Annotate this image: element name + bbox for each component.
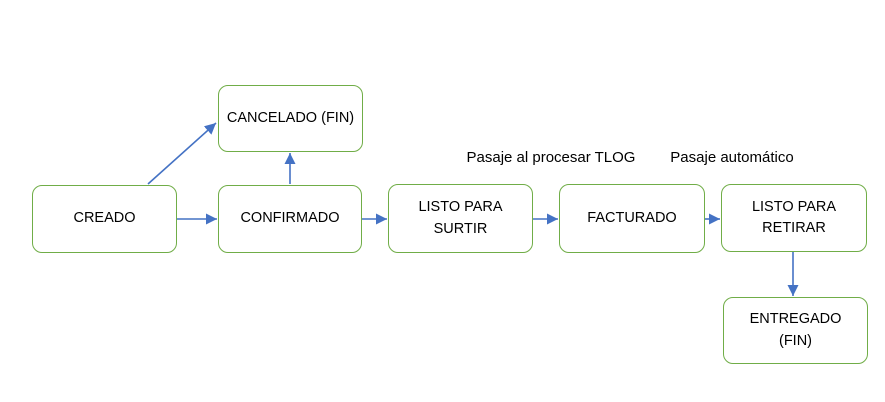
node-facturado: FACTURADO <box>559 184 705 253</box>
node-entregado-fin: ENTREGADO (FIN) <box>723 297 868 364</box>
node-label: FACTURADO <box>587 209 677 226</box>
edge-label-pasaje-automatico: Pasaje automático <box>670 149 794 166</box>
edge-creado-cancelado <box>147 122 217 185</box>
node-creado: CREADO <box>32 185 177 253</box>
node-label: LISTO PARA <box>751 198 837 215</box>
node-label: CREADO <box>73 210 136 227</box>
node-label: CONFIRMADO <box>240 210 340 227</box>
node-label: SURTIR <box>433 220 488 237</box>
node-label: RETIRAR <box>762 220 826 236</box>
node-confirmado: CONFIRMADO <box>218 185 362 253</box>
edge-label-pasaje-tlog: Pasaje al procesar TLOG <box>466 149 636 166</box>
node-listo-para-surtir: LISTO PARA SURTIR <box>388 184 533 253</box>
node-label: CANCELADO (FIN) <box>226 109 355 126</box>
node-cancelado-fin: CANCELADO (FIN) <box>218 85 363 152</box>
node-label: ENTREGADO <box>749 311 842 328</box>
node-label: LISTO PARA <box>418 199 503 216</box>
node-listo-para-retirar: LISTO PARA RETIRAR <box>721 184 867 252</box>
node-label: (FIN) <box>778 332 812 349</box>
